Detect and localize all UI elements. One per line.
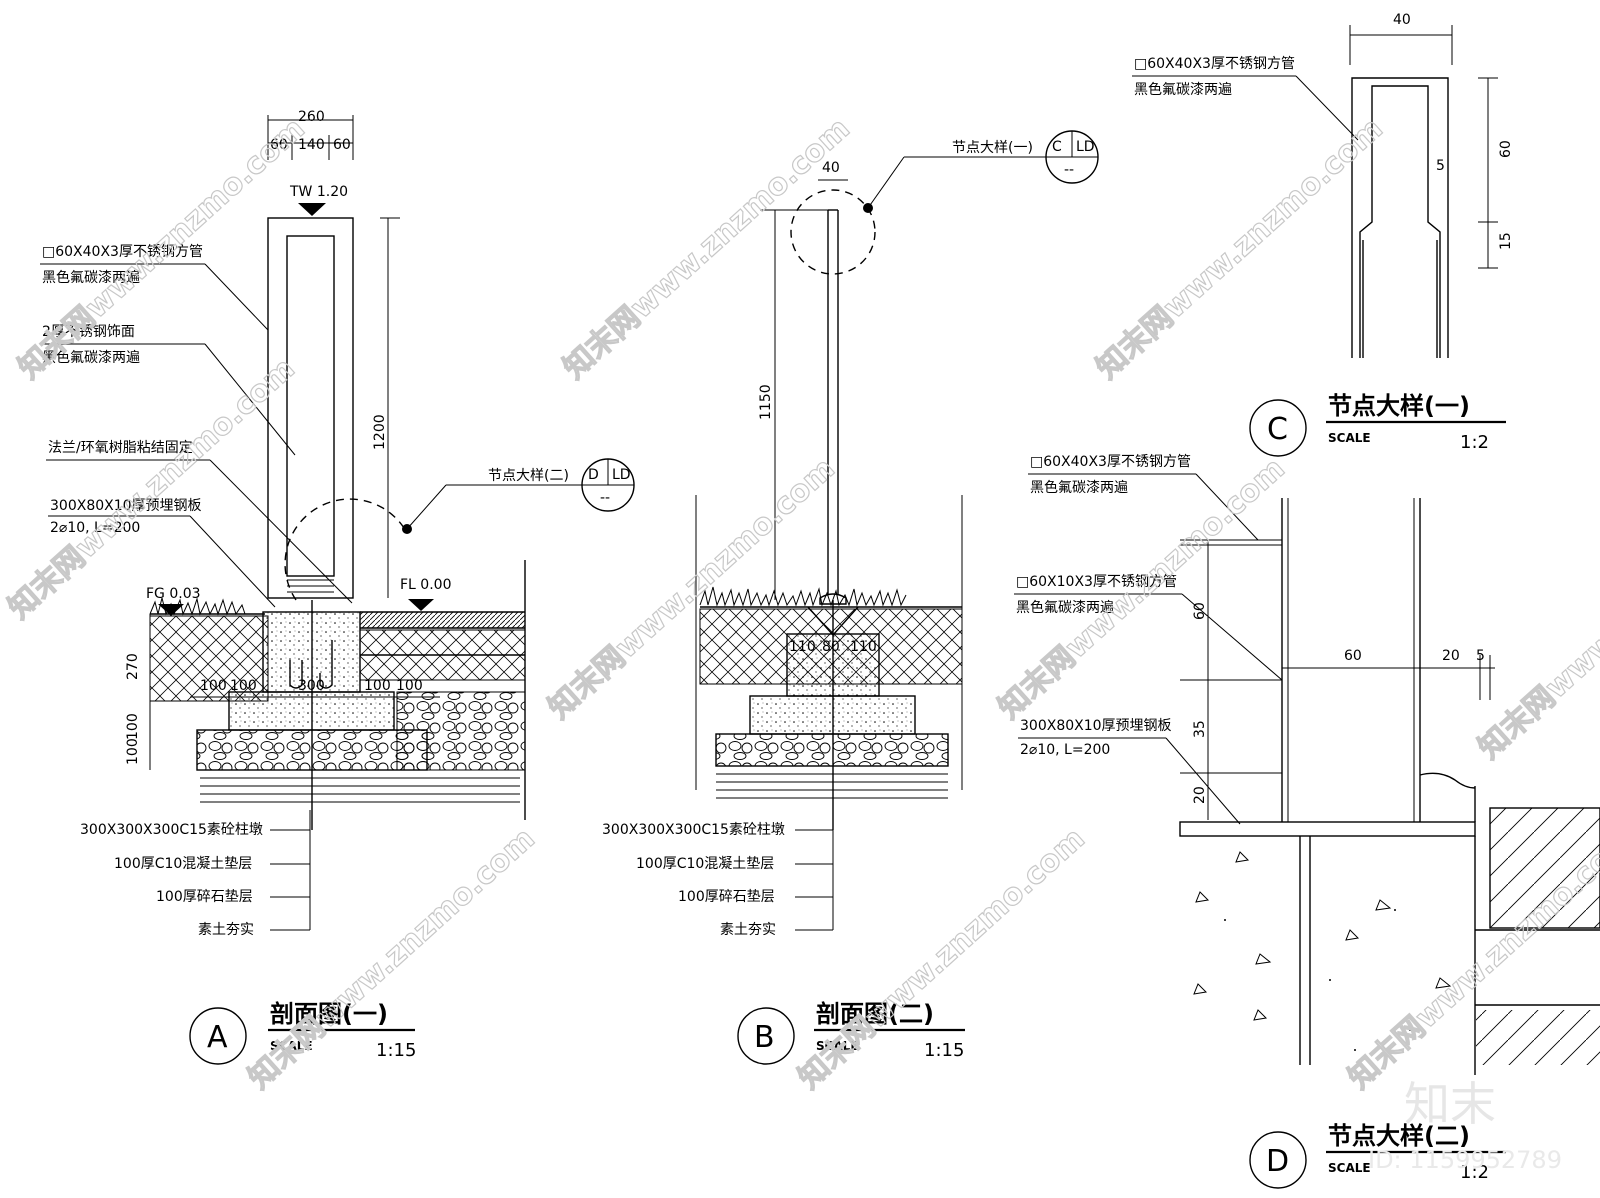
dim-top: 40 (822, 160, 840, 176)
label-letter: B (754, 1020, 775, 1055)
dim-h20: 20 (1442, 648, 1460, 664)
note-1-line2: 黑色氟碳漆两遍 (42, 269, 140, 286)
callout-right: LD (612, 467, 631, 483)
title: 剖面图(一) (270, 1000, 388, 1028)
scale-word: SCALE (270, 1039, 313, 1053)
scale-ratio: 1:15 (376, 1040, 416, 1061)
note-4-line2: 2⌀10, L=200 (50, 520, 140, 536)
label-letter: D (1266, 1144, 1289, 1179)
title: 节点大样(二) (1328, 1122, 1470, 1150)
note-line2: 黑色氟碳漆两遍 (1134, 81, 1232, 98)
callout-right: LD (1076, 139, 1095, 155)
dim-right: 60 (333, 137, 351, 153)
dim-100b: 100 (125, 738, 141, 765)
dim-270: 270 (125, 653, 141, 680)
dim-100c: 100 (200, 678, 227, 694)
scale-word: SCALE (1328, 1161, 1371, 1175)
note-3-line2: 2⌀10, L=200 (1020, 742, 1110, 758)
dim-v20: 20 (1192, 786, 1208, 804)
note-2-line1: □60X10X3厚不锈钢方管 (1016, 574, 1177, 590)
detail-c: 40 60 15 5 □60X40X3厚不锈钢方管 黑色氟碳漆两遍 C 节点大样… (1132, 12, 1514, 457)
dim-total: 260 (298, 109, 325, 125)
note-1-line1: □60X40X3厚不锈钢方管 (1030, 454, 1191, 470)
post-outer (267, 217, 354, 599)
layer-3: 100厚碎石垫层 (156, 889, 253, 905)
dim-v35: 35 (1192, 720, 1208, 738)
note-3-line1: 法兰/环氧树脂粘结固定 (48, 440, 193, 456)
note-2-line2: 黑色氟碳漆两遍 (1016, 599, 1114, 616)
watermark: 知末网www.znzmo.com (2, 351, 302, 626)
note-3-line1: 300X80X10厚预埋钢板 (1020, 718, 1172, 734)
note-line1: □60X40X3厚不锈钢方管 (1134, 56, 1295, 72)
note-2-line2: 黑色氟碳漆两遍 (42, 349, 140, 366)
dim-height: 1150 (758, 384, 774, 420)
callout-label: 节点大样(一) (952, 140, 1033, 156)
note-1-line1: □60X40X3厚不锈钢方管 (42, 244, 203, 260)
layer-3: 100厚碎石垫层 (678, 889, 775, 905)
scale-ratio: 1:2 (1460, 432, 1489, 453)
dim-300: 300 (298, 678, 325, 694)
fg-elevation: FG 0.03 (146, 586, 201, 602)
label-letter: C (1267, 412, 1288, 447)
section-b: 40 1150 节点大样(一) C LD -- 110 80 110 (602, 130, 1099, 1065)
dim-100e: 100 (364, 678, 391, 694)
label-circle (189, 1007, 247, 1065)
callout-label: 节点大样(二) (488, 468, 569, 484)
label-letter: A (207, 1020, 228, 1055)
layer-4: 素土夯实 (198, 922, 254, 938)
callout-top: C (1052, 139, 1062, 155)
watermark: 知末网www.znzmo.com (1090, 111, 1390, 386)
layer-4: 素土夯实 (720, 922, 776, 938)
callout-bottom: -- (1064, 162, 1074, 178)
scale-ratio: 1:2 (1460, 1162, 1489, 1183)
scale-ratio: 1:15 (924, 1040, 964, 1061)
brand-logo: 知末 (1404, 1077, 1496, 1131)
callout-bottom: -- (600, 490, 610, 506)
title: 剖面图(二) (816, 1000, 934, 1028)
elevation-marker (298, 203, 326, 216)
callout-top: D (588, 467, 599, 483)
dim-5: 5 (1436, 158, 1445, 174)
id-label: ID: 1159952789 (1368, 1146, 1562, 1174)
note-1-line2: 黑色氟碳漆两遍 (1030, 479, 1128, 496)
scale-word: SCALE (1328, 431, 1371, 445)
title: 节点大样(一) (1328, 392, 1470, 420)
note-4-line1: 300X80X10厚预埋钢板 (50, 498, 202, 514)
watermark: 知末网www.znzmo.com (1472, 491, 1600, 766)
tw-elevation: TW 1.20 (289, 184, 348, 200)
dim-left: 60 (270, 137, 288, 153)
layer-1: 300X300X300C15素砼柱墩 (602, 822, 785, 838)
watermark: 知末网www.znzmo.com (557, 111, 857, 386)
note-2-line1: 2厚不锈钢饰面 (42, 324, 135, 340)
dim-15: 15 (1498, 232, 1514, 250)
dim-a: 110 (789, 639, 816, 655)
post-inner (286, 235, 335, 577)
layer-1: 300X300X300C15素砼柱墩 (80, 822, 263, 838)
layer-2: 100厚C10混凝土垫层 (636, 856, 774, 872)
scale-word: SCALE (816, 1039, 859, 1053)
dim-100f: 100 (396, 678, 423, 694)
dim-100d: 100 (230, 678, 257, 694)
dim-h60: 60 (1344, 648, 1362, 664)
dim-100a: 100 (125, 713, 141, 740)
detail-d: 60 35 20 60 20 5 (1014, 454, 1600, 1189)
dim-b: 80 (822, 639, 840, 655)
layer-2: 100厚C10混凝土垫层 (114, 856, 252, 872)
dim-60: 60 (1498, 140, 1514, 158)
fl-elevation: FL 0.00 (400, 577, 451, 593)
dim-c: 110 (850, 639, 877, 655)
dim-width: 40 (1393, 12, 1411, 28)
dim-mid: 140 (298, 137, 325, 153)
dim-height: 1200 (372, 414, 388, 450)
section-a: 260 60 140 60 TW 1.20 1200 节点大样(二) D LD … (40, 109, 635, 1065)
